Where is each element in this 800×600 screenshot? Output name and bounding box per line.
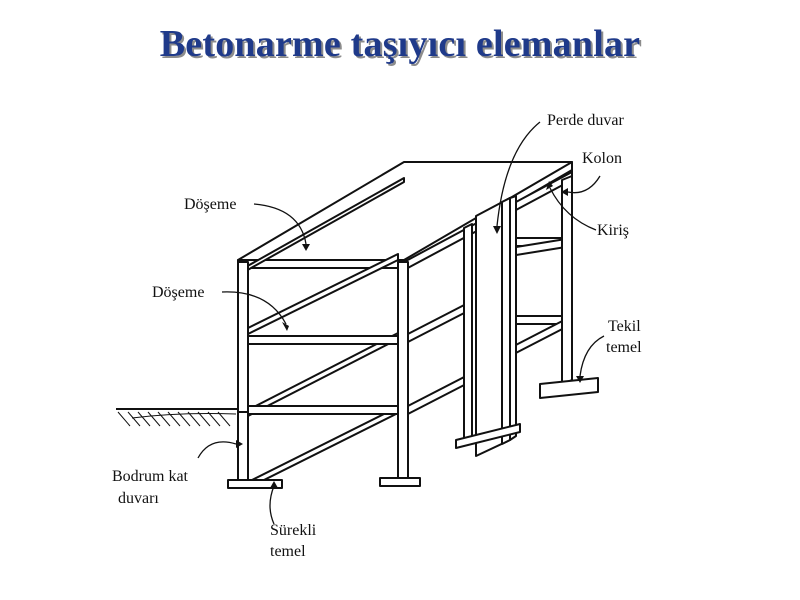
arrowhead-doseme-top [302,244,310,251]
label-kiris: Kiriş [597,222,629,239]
label-surekli-1: Sürekli [270,522,317,539]
arrowhead-perde-duvar [493,226,501,234]
label-surekli-2: temel [270,543,306,560]
label-doseme-mid: Döşeme [152,284,205,301]
arrow-doseme-mid [221,291,287,325]
arrowhead-doseme-mid [282,322,289,331]
arrowhead-kiris [546,181,553,190]
label-bodrum-2: duvarı [118,490,159,507]
label-doseme-top: Döşeme [184,196,237,213]
middle-column [463,223,473,445]
front-beam-1 [237,335,405,345]
arrow-kolon [567,175,601,194]
continuous-footing [227,479,283,489]
arrow-perde-duvar [496,121,541,227]
front-beam-2 [237,405,405,415]
label-tekil-temel-2: temel [606,339,642,356]
front-right-column [397,261,409,479]
arrowhead-surekli [270,481,278,488]
single-footing-middle [455,423,521,449]
label-bodrum-1: Bodrum kat [112,468,188,485]
shear-wall-strip [501,197,511,445]
label-tekil-temel-1: Tekil [608,318,641,335]
label-perde-duvar: Perde duvar [547,112,624,129]
arrow-tekil-temel [579,335,605,377]
single-footing-back [539,377,599,399]
arrow-bodrum [197,441,237,459]
arrow-kiris [549,187,597,231]
side-beam-2 [403,373,471,417]
side-beam-1 [403,301,471,345]
arrowhead-kolon [561,188,568,196]
arrow-doseme-top [253,203,307,245]
page-title: Betonarme taşıyıcı elemanlar [159,23,641,65]
arrowhead-bodrum [236,440,243,448]
label-kolon: Kolon [582,150,622,167]
left-base-beam [247,405,401,489]
arrow-surekli [269,485,275,525]
single-footing-front-right [379,477,421,487]
arrowhead-tekil-temel [576,376,584,383]
ground-hatch [117,411,237,427]
